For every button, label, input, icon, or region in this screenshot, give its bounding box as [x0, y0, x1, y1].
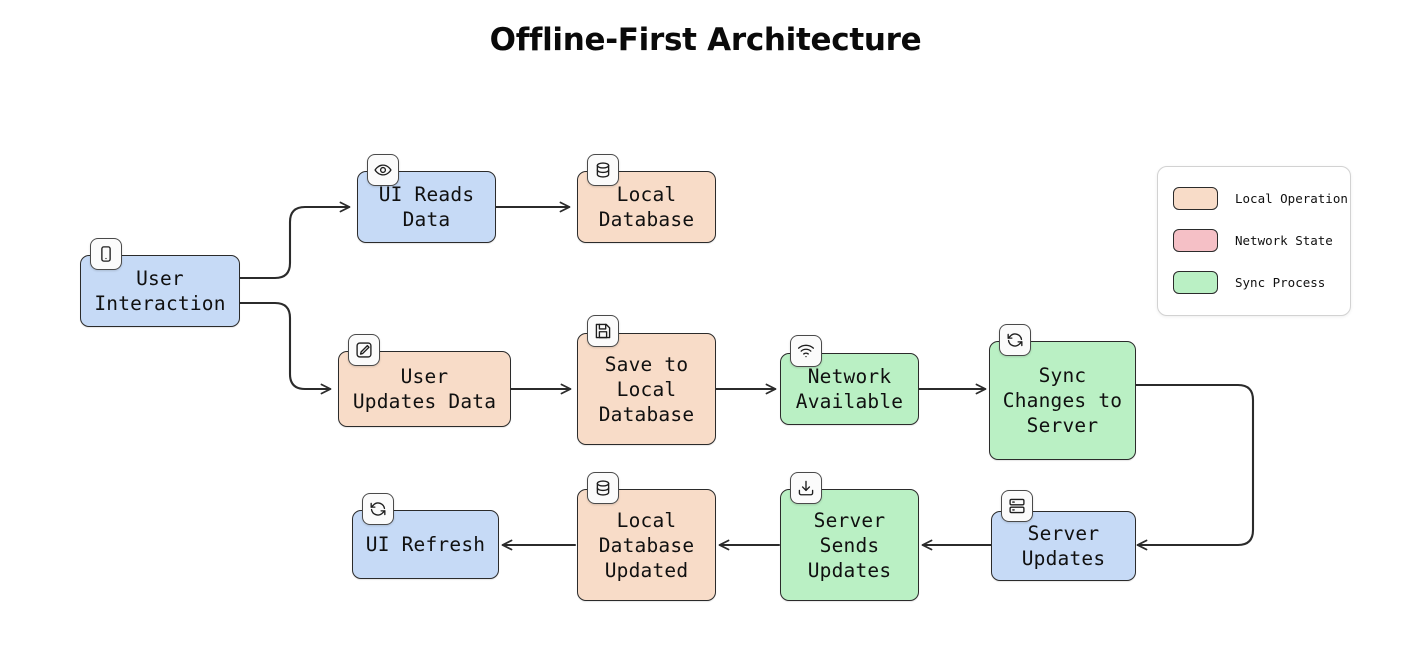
sync-icon — [999, 324, 1031, 356]
server-icon — [1001, 490, 1033, 522]
node-server-sends-updates[interactable]: Server Sends Updates — [780, 489, 919, 601]
node-label: Local Database — [598, 183, 695, 231]
smartphone-icon — [90, 238, 122, 270]
edge-user-interaction-to-user-updates-data — [238, 301, 332, 395]
legend-swatch-sync-process — [1173, 271, 1218, 294]
legend-swatch-local-operation — [1173, 187, 1218, 210]
node-label: Server Updates — [1021, 522, 1106, 570]
node-label: Network Available — [795, 365, 904, 413]
edge-user-interaction-to-ui-reads-data — [238, 201, 351, 280]
legend-label: Network State — [1235, 233, 1333, 248]
save-icon — [587, 315, 619, 347]
legend-swatch-network-state — [1173, 229, 1218, 252]
legend-item-network-state: Network State — [1173, 229, 1333, 252]
sync-icon — [362, 493, 394, 525]
node-network-available[interactable]: Network Available — [780, 353, 919, 425]
database-icon — [587, 472, 619, 504]
node-label: Save to Local Database — [598, 352, 695, 426]
legend-label: Sync Process — [1235, 275, 1326, 290]
node-ui-reads-data[interactable]: UI Reads Data — [357, 171, 496, 243]
eye-icon — [367, 154, 399, 186]
node-server-updates[interactable]: Server Updates — [991, 511, 1136, 581]
database-icon — [587, 154, 619, 186]
legend-label: Local Operation — [1235, 191, 1348, 206]
page-title: Offline-First Architecture — [489, 22, 922, 58]
node-label: Sync Changes to Server — [1002, 364, 1123, 437]
node-label: Local Database Updated — [598, 508, 695, 582]
legend-item-local-operation: Local Operation — [1173, 187, 1348, 210]
node-label: User Updates Data — [352, 365, 497, 413]
node-sync-changes-to-server[interactable]: Sync Changes to Server — [989, 341, 1136, 460]
edge-sync-changes-to-server-to-server-updates — [1134, 383, 1255, 551]
edit-icon — [348, 334, 380, 366]
node-save-to-local-database[interactable]: Save to Local Database — [577, 333, 716, 445]
node-label: User Interaction — [94, 267, 226, 315]
legend-item-sync-process: Sync Process — [1173, 271, 1325, 294]
download-icon — [790, 472, 822, 504]
node-label: UI Reads Data — [378, 183, 475, 231]
wifi-icon — [790, 335, 822, 367]
node-local-database[interactable]: Local Database — [577, 171, 716, 243]
node-label: UI Refresh — [365, 533, 486, 556]
node-local-database-updated[interactable]: Local Database Updated — [577, 489, 716, 601]
node-label: Server Sends Updates — [807, 508, 892, 582]
legend-panel: Local Operation Network State Sync Proce… — [1157, 166, 1351, 316]
